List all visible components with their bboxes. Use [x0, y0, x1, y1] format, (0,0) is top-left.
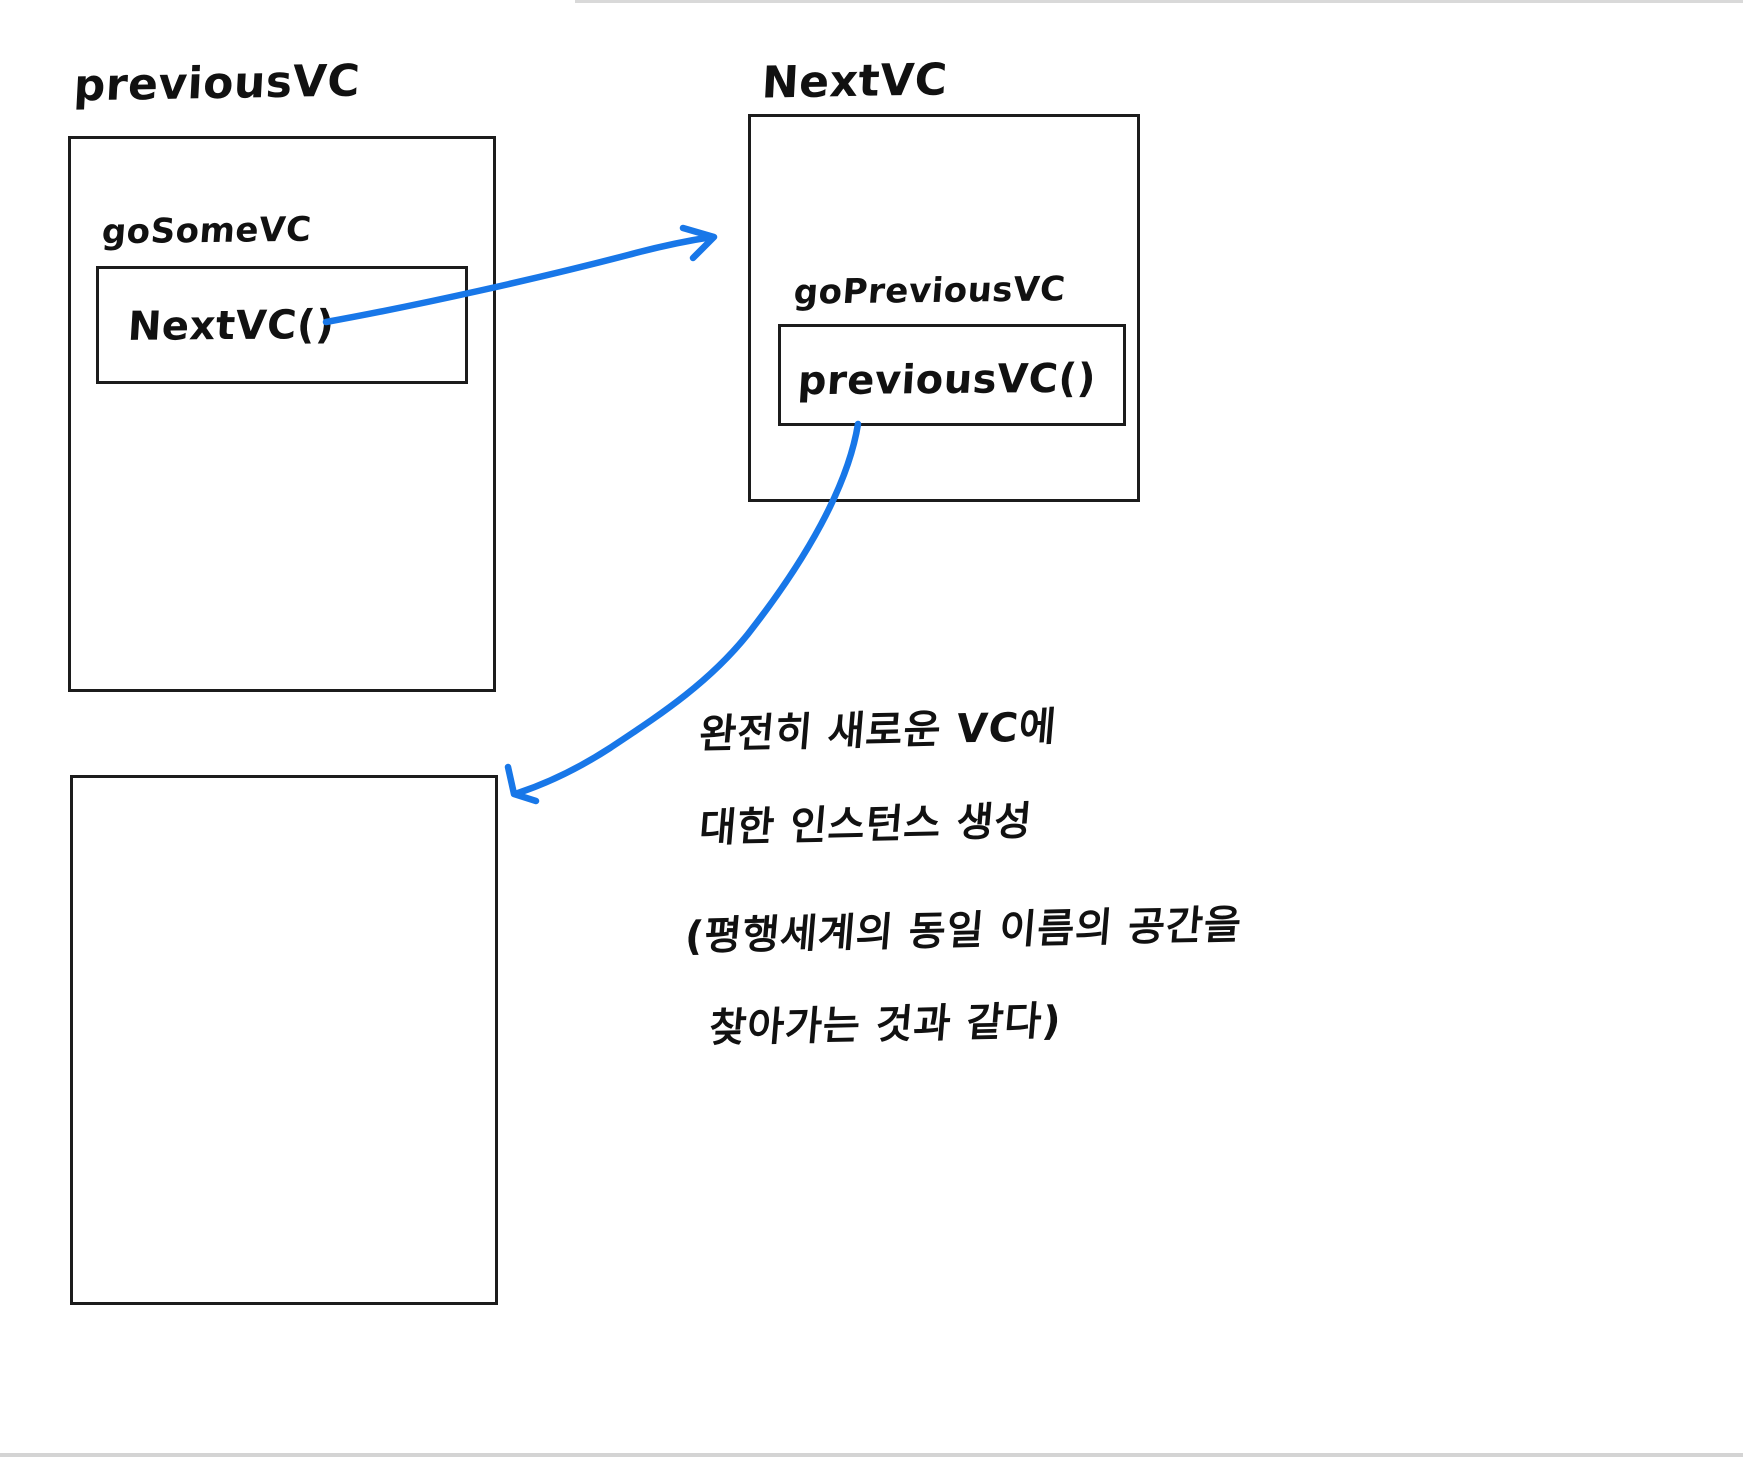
- annotation-line-3: (평행세계의 동일 이름의 공간을: [683, 902, 1244, 960]
- next-vc-title: NextVC: [760, 54, 949, 109]
- top-divider: [575, 0, 1743, 3]
- new-instance-box: [70, 775, 498, 1305]
- next-vc-box: [748, 114, 1140, 502]
- next-vc-method-label: goPreviousVC: [792, 269, 1067, 313]
- next-vc-call-text: previousVC(): [796, 355, 1098, 405]
- previous-vc-title: previousVC: [72, 55, 362, 112]
- annotation-line-4: 찾아가는 것과 같다): [707, 998, 1064, 1052]
- annotation-line-2: 대한 인스턴스 생성: [697, 798, 1035, 852]
- annotation-line-1: 완전히 새로운 VC에: [697, 704, 1059, 758]
- previous-vc-box: [68, 136, 496, 692]
- previous-vc-call-text: NextVC(): [126, 302, 336, 350]
- bottom-divider: [0, 1453, 1743, 1457]
- next-vc-call-box: [778, 324, 1126, 426]
- previous-vc-method-label: goSomeVC: [100, 209, 313, 253]
